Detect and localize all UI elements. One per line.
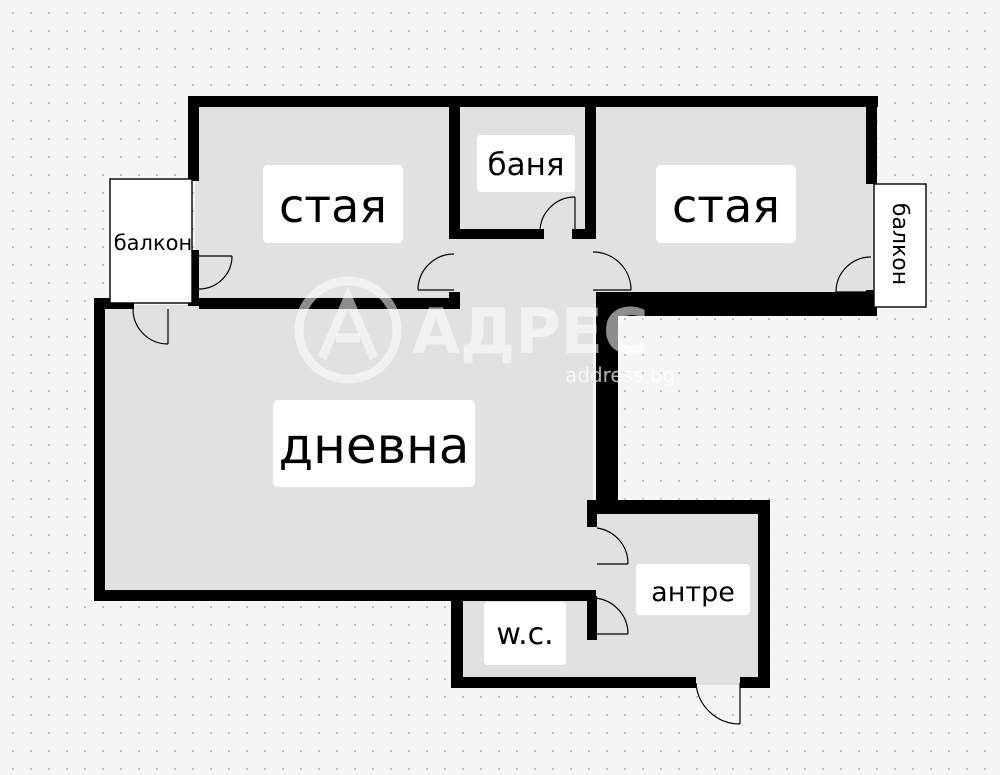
balcony-right-area xyxy=(873,183,927,308)
label-bg-living-room xyxy=(273,400,475,487)
living-room-label: дневна xyxy=(279,417,470,475)
label-bg-wc xyxy=(484,602,566,665)
label-bg-room-right xyxy=(656,165,796,243)
door-wc[interactable] xyxy=(590,597,629,635)
watermark-logo xyxy=(294,276,402,384)
wc-label: w.c. xyxy=(496,617,553,652)
corridor-area xyxy=(457,235,593,310)
label-bg-entrance xyxy=(636,564,750,615)
bathroom-label: баня xyxy=(487,147,564,183)
door-bathroom[interactable] xyxy=(539,196,576,233)
watermark-brand: АДРЕС xyxy=(412,295,649,368)
watermark-url: address.bg xyxy=(565,363,675,387)
balcony-left-label: балкон xyxy=(114,231,193,255)
entrance-hall-label: антре xyxy=(651,577,735,608)
room-right-label: стая xyxy=(672,179,780,233)
balcony-left-area xyxy=(109,178,193,304)
label-bg-bathroom xyxy=(477,135,575,192)
door-living-balcony[interactable] xyxy=(132,308,169,345)
walls xyxy=(94,96,878,688)
door-living-room[interactable] xyxy=(596,527,629,565)
door-left-room-balcony[interactable] xyxy=(198,255,233,290)
door-left-room[interactable] xyxy=(417,253,455,291)
balcony-right-label: балкон xyxy=(887,203,912,285)
door-right-room[interactable] xyxy=(592,251,632,291)
door-right-room-balcony[interactable] xyxy=(835,256,872,293)
room-left-label: стая xyxy=(279,179,387,233)
door-entrance[interactable] xyxy=(695,682,741,725)
label-bg-room-left xyxy=(263,165,403,243)
